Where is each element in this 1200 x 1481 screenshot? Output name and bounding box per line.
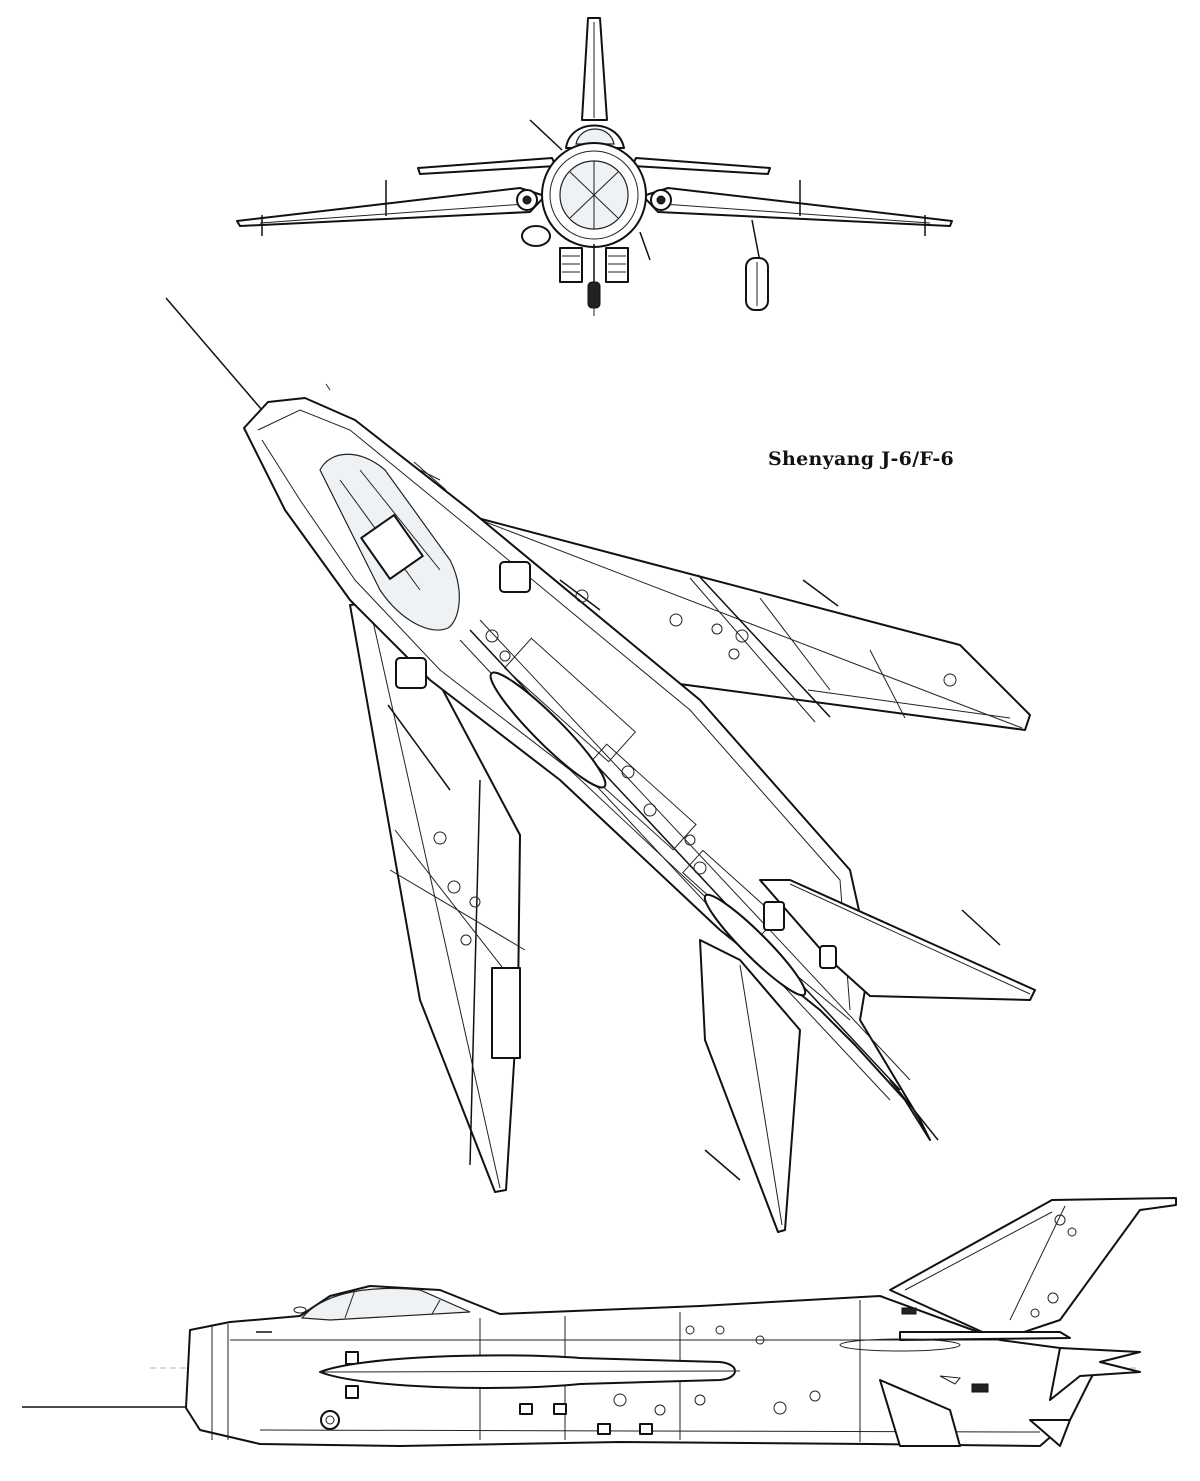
side-view xyxy=(22,1197,1177,1447)
drawing-title: Shenyang J-6/F-6 xyxy=(768,448,955,470)
front-view xyxy=(236,17,953,316)
top-view xyxy=(165,297,1036,1233)
